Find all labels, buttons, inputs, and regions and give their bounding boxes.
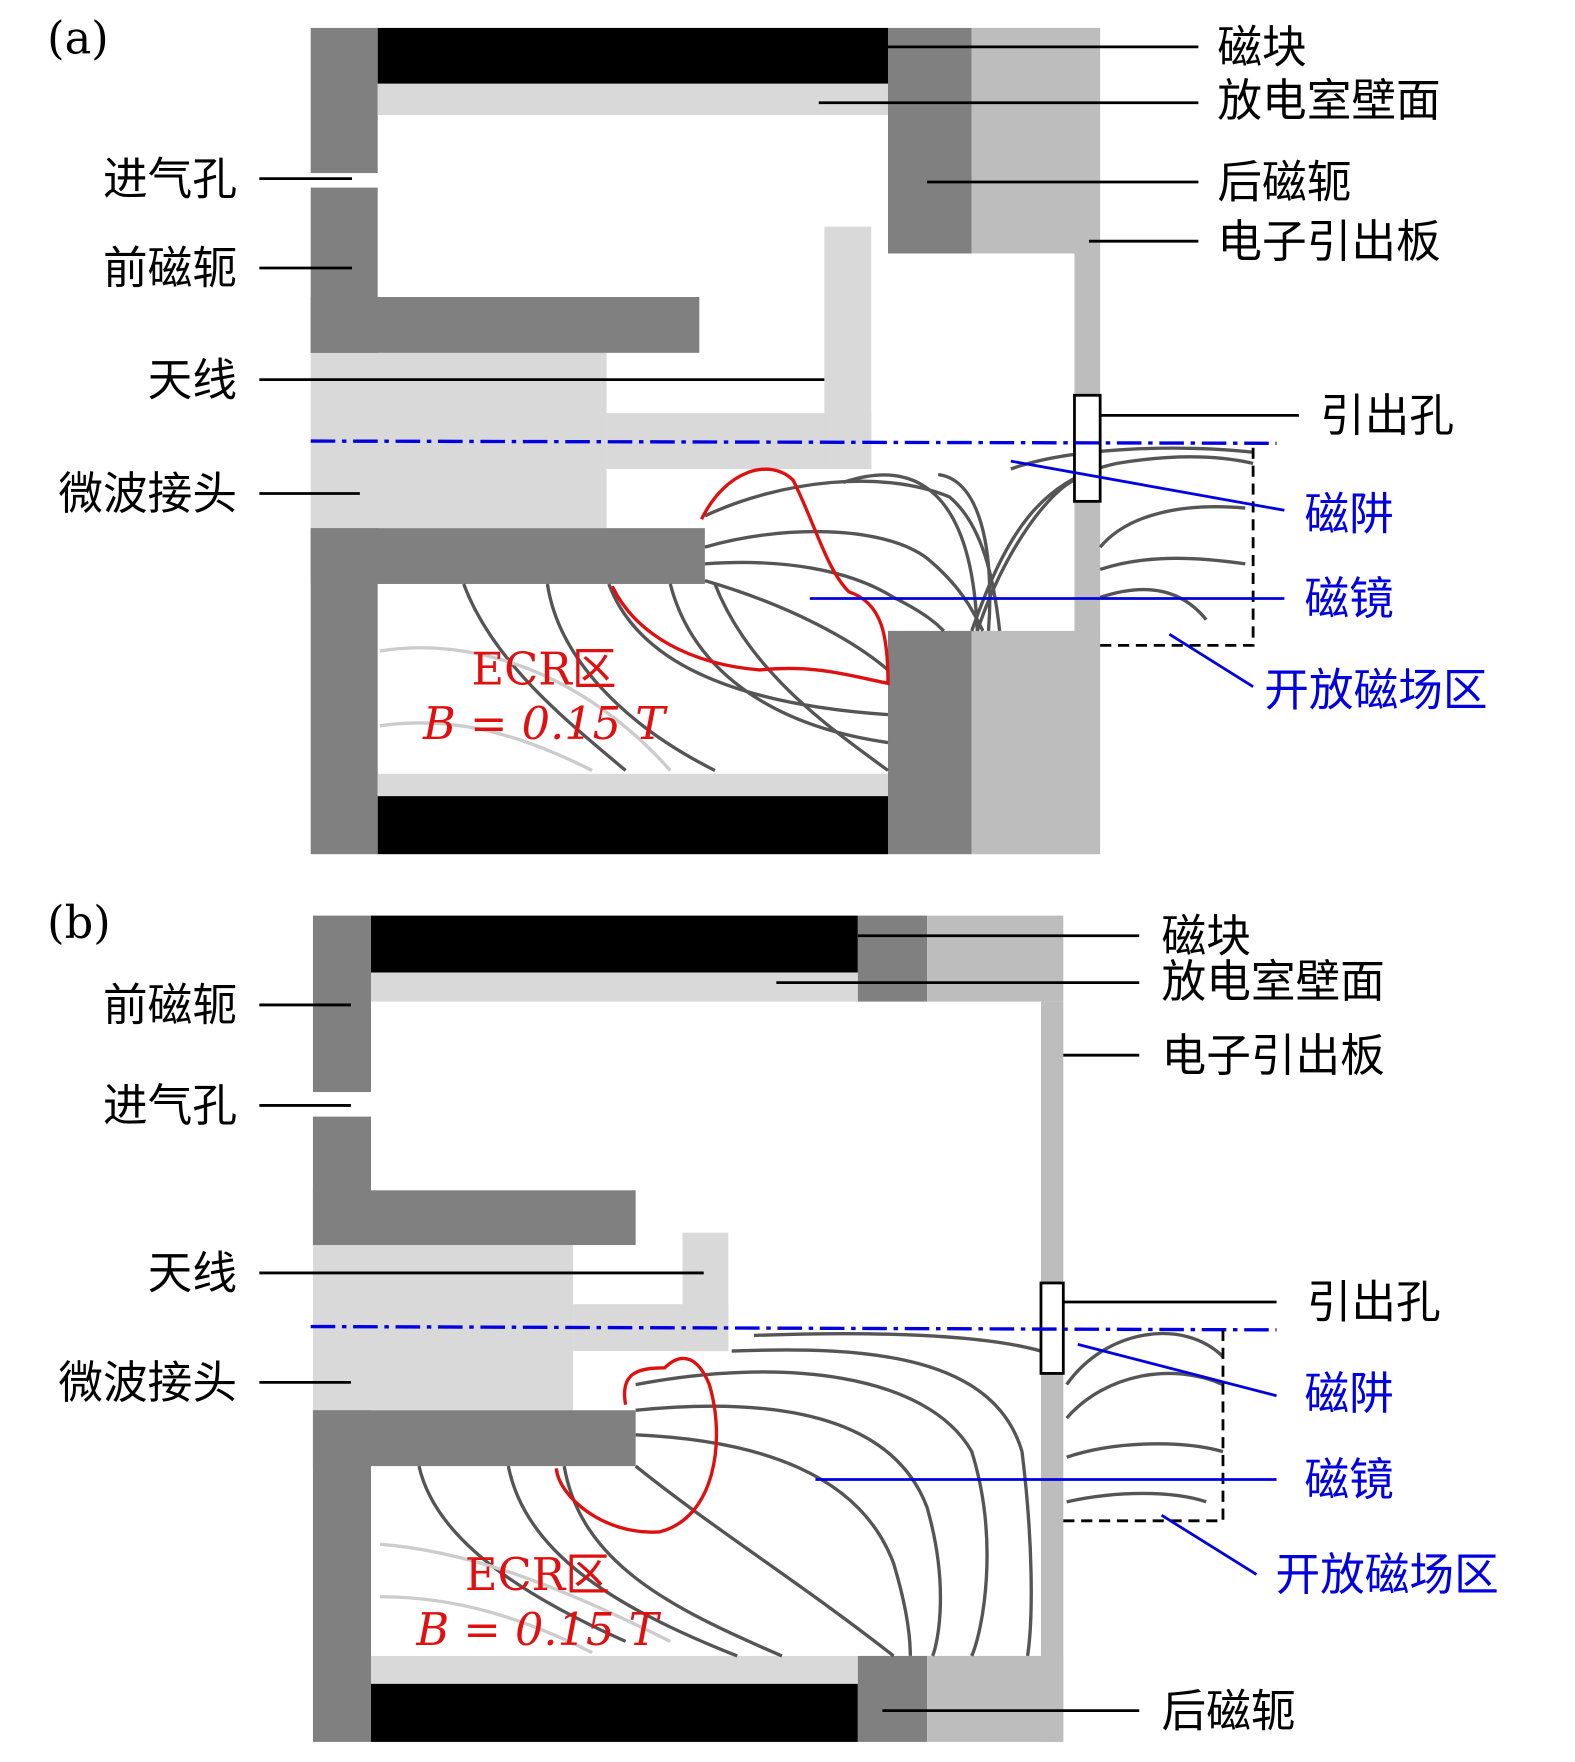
front-yoke-upper	[310, 27, 378, 174]
magnet-block-bottom	[377, 796, 888, 855]
plate-bottom-b	[927, 1655, 1064, 1742]
extraction-hole-a	[1073, 393, 1102, 503]
rear-yoke-bottom-b	[857, 1655, 928, 1742]
lower-yoke-left-b	[312, 1410, 372, 1742]
field-lines-a	[379, 446, 1254, 772]
label-microwave-connector-b: 微波接头	[58, 1357, 237, 1409]
label-antenna-b: 天线	[148, 1248, 237, 1300]
ecr-contour-a	[610, 467, 890, 686]
rear-yoke-top	[887, 27, 972, 254]
chamber-wall-top-b	[371, 972, 858, 1002]
label-magnetic-trap-a: 磁阱	[1304, 488, 1393, 540]
label-rear-yoke-a: 后磁轭	[1217, 157, 1351, 209]
label-open-field-b: 开放磁场区	[1275, 1549, 1498, 1601]
label-microwave-connector-a: 微波接头	[58, 468, 237, 520]
label-magnet-block-a: 磁块	[1217, 22, 1306, 74]
plate-bottom	[971, 630, 1101, 855]
label-chamber-wall-a: 放电室壁面	[1217, 75, 1440, 127]
label-magnetic-mirror-a: 磁镜	[1304, 573, 1393, 625]
label-open-field-a: 开放磁场区	[1264, 665, 1487, 717]
chamber-wall-bottom	[377, 773, 888, 797]
antenna-vertical-b	[682, 1232, 729, 1352]
ecr-contour-b	[554, 1356, 719, 1534]
panel-b-tag: (b)	[47, 897, 110, 949]
ecr-field-b: B = 0.15 T	[415, 1604, 661, 1656]
label-extraction-plate-b: 电子引出板	[1162, 1030, 1385, 1082]
front-yoke-bar	[310, 297, 700, 353]
magnet-block-bottom-b	[371, 1683, 858, 1742]
panel-a: (a)	[47, 13, 1488, 855]
rear-yoke-top-b	[857, 915, 928, 1002]
label-magnetic-mirror-b: 磁镜	[1304, 1454, 1393, 1506]
axis-line-a	[310, 439, 1277, 445]
label-gas-inlet-b: 进气孔	[103, 1080, 237, 1132]
label-gas-inlet-a: 进气孔	[103, 153, 237, 205]
ecr-label-b: ECR区	[465, 1549, 610, 1601]
label-extraction-hole-a: 引出孔	[1320, 390, 1454, 442]
magnet-block-top	[377, 27, 888, 84]
lower-yoke-left	[310, 528, 378, 855]
label-rear-yoke-b: 后磁轭	[1162, 1685, 1296, 1737]
antenna-vertical	[824, 226, 872, 469]
open-field-box-b	[1063, 1329, 1225, 1523]
open-field-box-a	[1100, 443, 1255, 647]
plate-top	[971, 27, 1101, 254]
panel-a-tag: (a)	[47, 13, 108, 65]
label-extraction-plate-a: 电子引出板	[1217, 216, 1440, 268]
ecr-label-a: ECR区	[472, 643, 617, 695]
chamber-wall-bottom-b	[371, 1655, 858, 1684]
label-magnetic-trap-b: 磁阱	[1304, 1368, 1393, 1420]
label-chamber-wall-b: 放电室壁面	[1162, 956, 1385, 1008]
magnet-block-top-b	[371, 915, 858, 973]
ecr-field-a: B = 0.15 T	[422, 698, 668, 750]
label-extraction-hole-b: 引出孔	[1307, 1277, 1441, 1329]
plate-top-b	[927, 915, 1064, 1002]
chamber-wall-top	[377, 83, 888, 116]
label-antenna-a: 天线	[148, 354, 237, 406]
label-front-yoke-b: 前磁轭	[103, 980, 237, 1032]
rear-yoke-bottom	[887, 630, 972, 855]
label-front-yoke-a: 前磁轭	[103, 243, 237, 295]
front-yoke-bar-b	[312, 1190, 636, 1246]
panel-b: (b)	[47, 897, 1499, 1742]
axis-line-b	[310, 1324, 1277, 1332]
label-magnet-block-b: 磁块	[1162, 910, 1251, 962]
